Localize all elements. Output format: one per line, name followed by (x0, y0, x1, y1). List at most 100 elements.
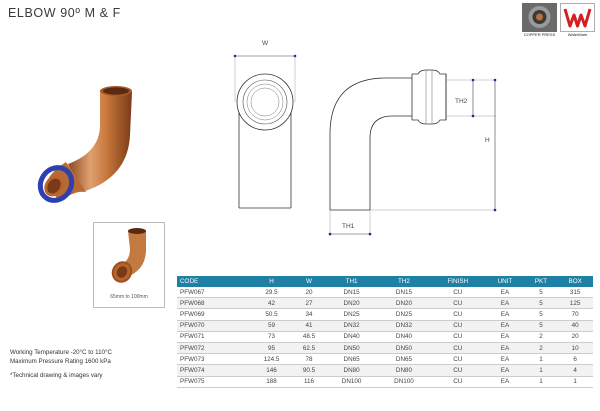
cell-box: 40 (557, 320, 593, 332)
cell-box: 20 (557, 331, 593, 343)
cell-box: 4 (557, 364, 593, 377)
cell-finish: CU (430, 376, 486, 388)
copper-press-caption: COPPER PRESS (523, 32, 556, 37)
cell-th2: DN15 (377, 287, 431, 299)
cell-th2: DN80 (377, 364, 431, 377)
col-header-th1: TH1 (325, 276, 378, 287)
cell-h: 50.5 (250, 308, 293, 321)
max-pressure: Maximum Pressure Rating 1600 kPa (10, 358, 111, 365)
cell-finish: CU (430, 364, 486, 377)
cell-th1: DN50 (325, 342, 378, 355)
cell-th2: DN20 (377, 297, 431, 310)
cell-th1: DN100 (325, 376, 378, 388)
cell-unit: EA (485, 297, 525, 310)
cell-w: 62.5 (292, 342, 326, 355)
cell-pkt: 5 (524, 287, 558, 299)
cell-box: 125 (557, 297, 593, 310)
cell-th1: DN20 (325, 297, 378, 310)
cell-unit: EA (485, 364, 525, 377)
cell-code: PFW067 (177, 287, 251, 299)
cell-finish: CU (430, 320, 486, 332)
cell-unit: EA (485, 320, 525, 332)
cell-h: 146 (250, 364, 293, 377)
watermark-caption: WaterMark (567, 32, 588, 37)
cell-box: 315 (557, 287, 593, 299)
cell-finish: CU (430, 287, 486, 299)
col-header-finish: FINISH (430, 276, 486, 287)
page-title: ELBOW 90º M & F (8, 6, 121, 20)
cell-w: 20 (292, 287, 326, 299)
cell-h: 95 (250, 342, 293, 355)
cell-box: 10 (557, 342, 593, 355)
col-header-unit: UNIT (485, 276, 525, 287)
cell-pkt: 5 (524, 308, 558, 321)
front-view-drawing: W (233, 40, 297, 209)
col-header-w: W (292, 276, 326, 287)
cell-h: 188 (250, 376, 293, 388)
cell-unit: EA (485, 353, 525, 366)
cell-code: PFW073 (177, 353, 251, 366)
cell-code: PFW074 (177, 364, 251, 377)
cell-h: 29.5 (250, 287, 293, 299)
cell-th2: DN25 (377, 308, 431, 321)
cell-code: PFW070 (177, 320, 251, 332)
cell-finish: CU (430, 331, 486, 343)
large-elbow-photo (111, 228, 146, 283)
cell-box: 6 (557, 353, 593, 366)
cell-code: PFW075 (177, 376, 251, 388)
cell-pkt: 5 (524, 320, 558, 332)
cell-unit: EA (485, 331, 525, 343)
cell-h: 124.5 (250, 353, 293, 366)
cell-th1: DN15 (325, 287, 378, 299)
notes: Working Temperature -20°C to 110°C Maxim… (10, 348, 180, 380)
cell-unit: EA (485, 308, 525, 321)
working-temperature: Working Temperature -20°C to 110°C (10, 349, 112, 356)
cell-th1: DN65 (325, 353, 378, 366)
cell-pkt: 5 (524, 297, 558, 310)
col-header-th2: TH2 (377, 276, 431, 287)
photo-caption: 65mm to 100mm (110, 294, 148, 300)
elbow-photo (37, 86, 132, 203)
watermark-logo (560, 3, 595, 32)
cell-unit: EA (485, 342, 525, 355)
cell-w: 90.5 (292, 364, 326, 377)
cell-th2: DN50 (377, 342, 431, 355)
cell-finish: CU (430, 297, 486, 310)
cell-th1: DN25 (325, 308, 378, 321)
col-header-box: BOX (557, 276, 593, 287)
dim-label-th2: TH2 (455, 98, 468, 105)
cell-code: PFW072 (177, 342, 251, 355)
cell-th2: DN100 (377, 376, 431, 388)
cell-code: PFW069 (177, 308, 251, 321)
cell-h: 42 (250, 297, 293, 310)
cell-pkt: 2 (524, 342, 558, 355)
cell-h: 59 (250, 320, 293, 332)
cell-finish: CU (430, 342, 486, 355)
cell-th1: DN40 (325, 331, 378, 343)
cell-box: 1 (557, 376, 593, 388)
cell-unit: EA (485, 376, 525, 388)
size-variant-photo: 65mm to 100mm (93, 222, 165, 308)
cell-th2: DN65 (377, 353, 431, 366)
cell-pkt: 1 (524, 364, 558, 377)
cell-th1: DN80 (325, 364, 378, 377)
dim-label-h: H (485, 137, 490, 144)
copper-press-logo (522, 3, 557, 32)
cell-box: 70 (557, 308, 593, 321)
cell-th2: DN40 (377, 331, 431, 343)
cell-code: PFW068 (177, 297, 251, 310)
side-view-drawing: TH2 H TH1 (328, 69, 497, 236)
cell-finish: CU (430, 353, 486, 366)
col-header-pkt: PKT (524, 276, 558, 287)
table-header-row: CODE H W TH1 TH2 FINISH UNIT PKT BOX (177, 276, 593, 287)
